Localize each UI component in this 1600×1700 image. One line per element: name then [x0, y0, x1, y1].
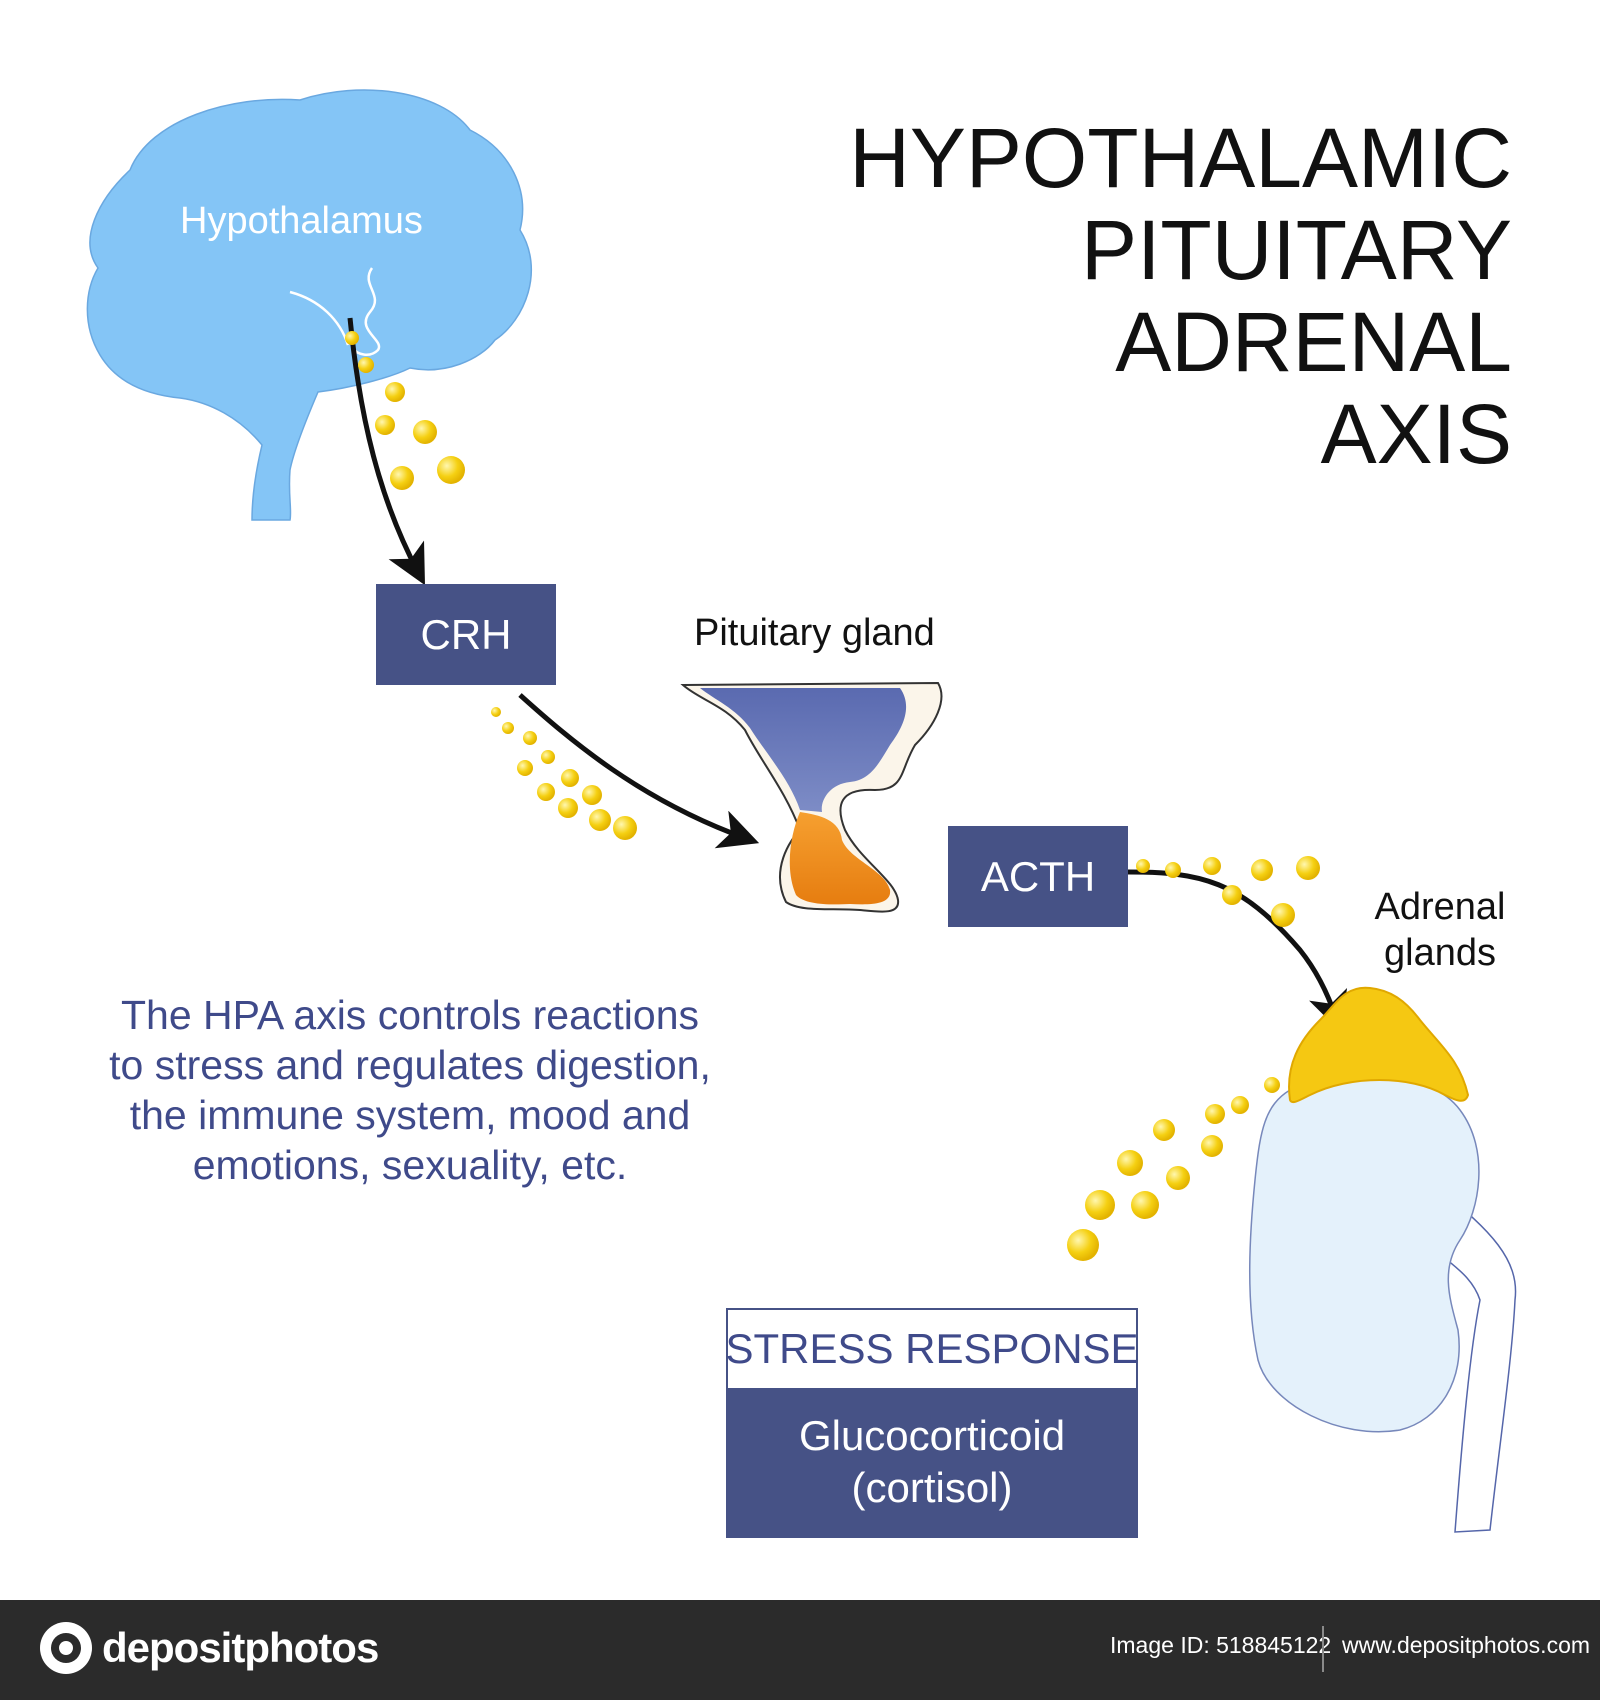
- hormone-dot: [502, 722, 514, 734]
- hormone-dot: [1165, 862, 1181, 878]
- brand-logo[interactable]: depositphotos: [40, 1622, 379, 1674]
- title-line: ADRENAL: [1115, 295, 1512, 389]
- stress-response-panel: STRESS RESPONSE Glucocorticoid (cortisol…: [725, 1308, 1139, 1538]
- hormone-dot: [517, 760, 533, 776]
- hypothalamus-nerve: [351, 267, 381, 356]
- hormone-dot: [345, 331, 359, 345]
- hormone-box-acth: ACTH: [948, 826, 1128, 927]
- description-line: to stress and regulates digestion,: [109, 1042, 711, 1088]
- hormone-dot: [558, 798, 578, 818]
- hormone-box-crh: CRH: [376, 584, 556, 685]
- label-line: glands: [1384, 932, 1496, 974]
- image-id: Image ID: 518845122: [1110, 1632, 1332, 1658]
- hormone-dot: [1201, 1135, 1223, 1157]
- hormone-dot: [1271, 903, 1295, 927]
- footer-bar: depositphotos Image ID: 518845122 www.de…: [0, 1600, 1600, 1700]
- description-line: emotions, sexuality, etc.: [192, 1142, 628, 1188]
- hormone-dot: [1222, 885, 1242, 905]
- hormone-dot: [1264, 1077, 1280, 1093]
- response-line: Glucocorticoid: [798, 1412, 1066, 1459]
- response-line: (cortisol): [851, 1464, 1013, 1511]
- label-pituitary-gland: Pituitary gland: [694, 612, 935, 654]
- label-adrenal-glands: Adrenal glands: [1360, 884, 1520, 976]
- hormone-dots: [345, 331, 1320, 1261]
- hormone-dot: [375, 415, 395, 435]
- hormone-label: CRH: [420, 610, 512, 658]
- title-line: HYPOTHALAMIC: [849, 111, 1512, 205]
- stress-response-heading: STRESS RESPONSE: [725, 1325, 1139, 1372]
- hormone-dot: [385, 382, 405, 402]
- title-line: PITUITARY: [1081, 203, 1512, 297]
- hormone-dot: [1136, 859, 1150, 873]
- hormone-dot: [523, 731, 537, 745]
- brand-name: depositphotos: [102, 1624, 379, 1671]
- hormone-dot: [1067, 1229, 1099, 1261]
- hormone-dot: [437, 456, 465, 484]
- diagram-title: HYPOTHALAMIC PITUITARY ADRENAL AXIS: [752, 112, 1512, 480]
- kidney: [1249, 1074, 1517, 1533]
- hormone-dot: [613, 816, 637, 840]
- hormone-dot: [537, 783, 555, 801]
- hormone-label: ACTH: [980, 852, 1096, 900]
- hormone-dot: [582, 785, 602, 805]
- pituitary-gland: [680, 681, 943, 913]
- camera-lens-icon: [40, 1622, 92, 1674]
- brain-shape: [86, 89, 533, 521]
- site-link[interactable]: www.depositphotos.com: [1342, 1632, 1591, 1658]
- hormone-dot: [1231, 1096, 1249, 1114]
- label-hypothalamus: Hypothalamus: [180, 200, 423, 242]
- hormone-dot: [390, 466, 414, 490]
- description-line: The HPA axis controls reactions: [120, 992, 700, 1038]
- footer-divider: [1322, 1626, 1324, 1672]
- hormone-dot: [413, 420, 437, 444]
- arrow-hypothalamus-to-crh: [347, 317, 425, 586]
- hormone-dot: [1251, 859, 1273, 881]
- adrenal-gland: [1288, 986, 1470, 1104]
- hormone-dot: [1205, 1104, 1225, 1124]
- hormone-dot: [1166, 1166, 1190, 1190]
- hormone-dot: [561, 769, 579, 787]
- hormone-dot: [589, 809, 611, 831]
- hormone-dot: [1296, 856, 1320, 880]
- hormone-dot: [358, 357, 374, 373]
- description-line: the immune system, mood and: [129, 1092, 691, 1138]
- hormone-dot: [1153, 1119, 1175, 1141]
- hormone-dot: [541, 750, 555, 764]
- hormone-dot: [1085, 1190, 1115, 1220]
- title-line: AXIS: [1320, 387, 1512, 481]
- arrow-crh-to-pituitary: [518, 693, 760, 849]
- hormone-dot: [1131, 1191, 1159, 1219]
- label-line: Adrenal: [1374, 886, 1506, 928]
- diagram-artwork: [86, 89, 1517, 1533]
- hormone-dot: [1117, 1150, 1143, 1176]
- hormone-dot: [491, 707, 501, 717]
- stress-response-hormone: Glucocorticoid (cortisol): [728, 1388, 1136, 1536]
- hormone-dot: [1203, 857, 1221, 875]
- description-text: The HPA axis controls reactions to stres…: [100, 990, 720, 1190]
